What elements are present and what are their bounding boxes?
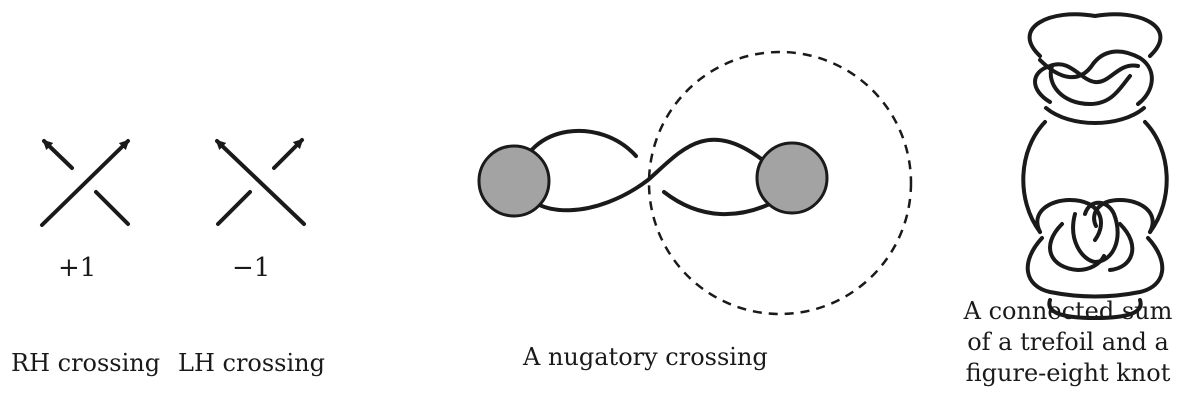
- lh-under-strand-upper: [272, 138, 304, 170]
- rh-under-strand-lower: [94, 190, 130, 226]
- nugatory-crossing-caption: A nugatory crossing: [523, 343, 768, 371]
- lh-crossing-caption: LH crossing: [178, 349, 325, 377]
- figure-eight-lower-body: [1025, 236, 1165, 299]
- lh-crossing-diagram: [215, 138, 306, 226]
- right-tangle-disk: [755, 141, 829, 215]
- connected-sum-caption-line-2: of a trefoil and a: [967, 328, 1169, 356]
- figure-eight-upper-arc: [1035, 198, 1103, 242]
- rh-under-strand-upper: [42, 139, 74, 170]
- nugatory-dashed-circle: [647, 50, 913, 316]
- connected-sum-knot-diagram: [1021, 12, 1169, 320]
- figure-eight-inner-loop: [1071, 200, 1120, 264]
- nugatory-left-loop: [516, 128, 788, 213]
- knot-right-outer-arc: [1143, 120, 1169, 234]
- nugatory-right-strand: [662, 190, 780, 217]
- trefoil-strand-c: [1048, 64, 1132, 106]
- trefoil-top-loop: [1027, 12, 1163, 58]
- lh-crossing-sign: −1: [232, 253, 271, 283]
- figure-eight-upper-arc-right: [1092, 198, 1155, 234]
- connected-sum-caption-line-3: figure-eight knot: [965, 359, 1171, 387]
- trefoil-strand-b: [1038, 49, 1154, 106]
- trefoil-strand-a: [1033, 62, 1140, 104]
- trefoil-lower-band: [1044, 106, 1146, 125]
- figure-eight-bottom-loop: [1047, 298, 1143, 320]
- knot-left-outer-arc: [1021, 120, 1047, 234]
- left-tangle-disk: [477, 144, 551, 218]
- connected-sum-caption-line-1: A connected sum: [963, 297, 1173, 325]
- rh-over-strand: [40, 139, 130, 227]
- lh-over-strand: [215, 139, 306, 226]
- rh-crossing-caption: RH crossing: [11, 349, 161, 377]
- rh-crossing-diagram: [40, 139, 130, 227]
- rh-crossing-sign: +1: [58, 253, 97, 283]
- nugatory-crossing-diagram: [477, 50, 913, 316]
- connected-sum-caption: A connected sum of a trefoil and a figur…: [950, 296, 1186, 389]
- figure-eight-middle-cross: [1048, 222, 1135, 272]
- lh-under-strand-lower: [216, 190, 252, 226]
